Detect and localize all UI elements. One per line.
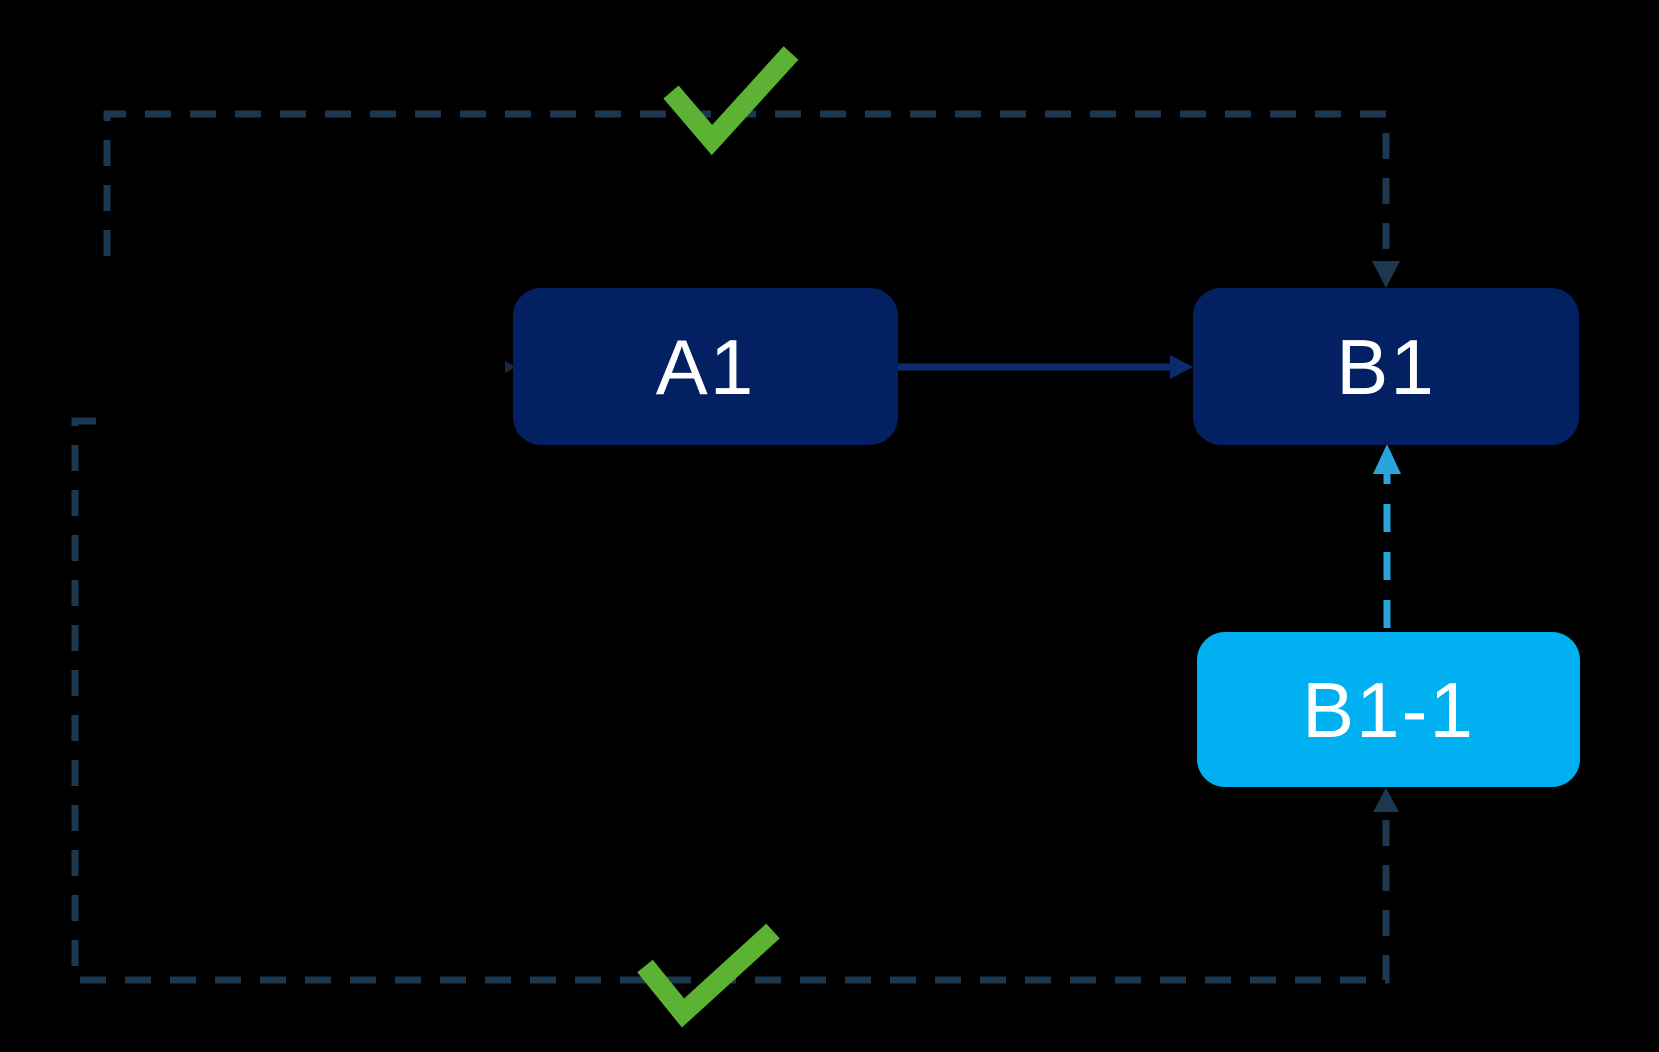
arrowhead-up-into-b1-1-icon [1373,788,1399,812]
node-b1: B1 [1193,288,1579,445]
arrowhead-into-b1-left-icon [1170,355,1193,379]
node-a1-label: A1 [655,322,756,411]
node-b1-label: B1 [1336,322,1436,411]
checkmark-bottom-icon [637,923,780,1028]
arrowhead-down-into-b1-icon [1372,261,1400,288]
node-b1-1: B1-1 [1197,632,1580,787]
dashed-loop-bottom [71,417,1390,984]
arrowhead-into-a1-left-icon [505,361,516,373]
checkmark-top-icon [663,46,799,156]
arrowhead-up-into-b1-icon [1373,444,1401,474]
node-a1: A1 [513,288,898,445]
dashed-loop-top [103,110,1390,262]
node-b1-1-label: B1-1 [1302,665,1475,754]
